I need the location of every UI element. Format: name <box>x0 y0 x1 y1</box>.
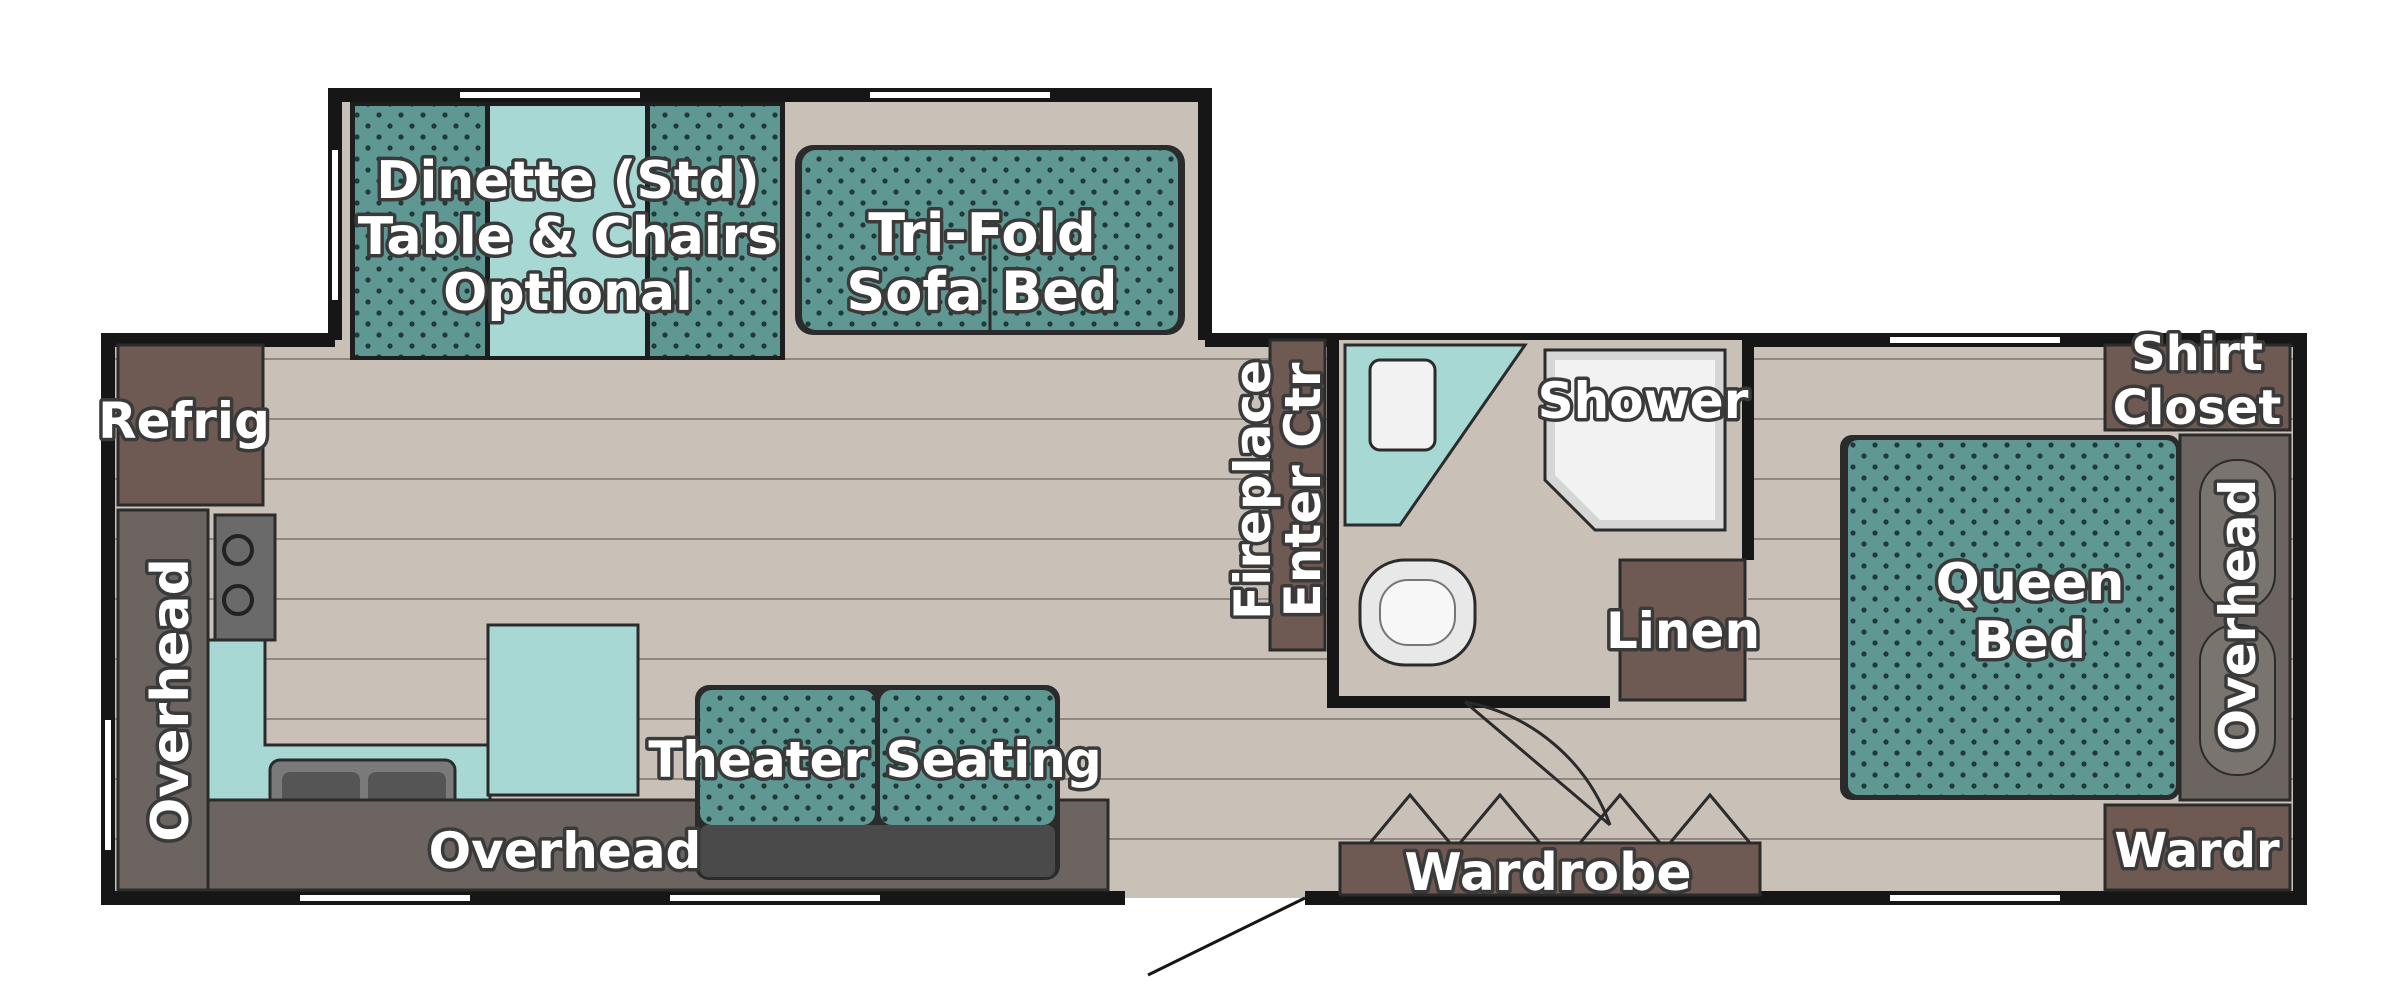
overhead-kitchen-label: Overhead <box>429 822 702 880</box>
linen-label: Linen <box>1606 602 1760 660</box>
wardrobe-label: Wardrobe <box>1404 843 1691 903</box>
dinette-label-line-3: Optional <box>443 263 693 323</box>
dinette-label-line-2: Table & Chairs <box>358 207 778 267</box>
overhead-right-label: Overhead <box>2209 479 2267 752</box>
refrig-label: Refrig <box>98 392 270 450</box>
sofa-label-line-1: Tri-Fold <box>868 202 1095 265</box>
bath-door[interactable] <box>1464 700 1612 827</box>
queen-bed-label-line-2: Bed <box>1974 611 2086 671</box>
fireplace-label-line-1: Fireplace <box>1224 360 1282 620</box>
queen-bed[interactable] <box>1840 435 2180 800</box>
shirt-closet[interactable] <box>2103 343 2292 432</box>
fireplace-label-line-2: Enter Ctr <box>1274 362 1332 617</box>
overhead-left-label: Overhead <box>141 558 201 842</box>
shirt-closet-label-line-1: Shirt <box>2131 326 2263 382</box>
dinette[interactable] <box>350 102 785 360</box>
refrigerator[interactable] <box>116 343 265 507</box>
sofa-label-line-2: Sofa Bed <box>846 260 1117 323</box>
shower-label: Shower <box>1538 372 1749 430</box>
wardr-label: Wardr <box>2114 823 2280 879</box>
shower[interactable] <box>1543 348 1727 532</box>
tri-fold-sofa[interactable] <box>795 145 1185 335</box>
shirt-closet-label-line-2: Closet <box>2113 380 2282 436</box>
overhead-right-cabinet <box>2178 433 2292 802</box>
linen-closet[interactable] <box>1618 558 1747 702</box>
wardrobe-right[interactable] <box>2103 803 2292 892</box>
theater-seating[interactable] <box>695 685 1060 880</box>
theater-seating-label: Theater Seating <box>648 731 1101 789</box>
queen-bed-label-line-1: Queen <box>1936 553 2125 613</box>
windows <box>105 92 2060 901</box>
entry-door[interactable] <box>1147 896 1306 977</box>
dinette-label-line-1: Dinette (Std) <box>376 151 759 211</box>
wardrobe[interactable] <box>1338 792 1762 897</box>
stove[interactable] <box>213 513 277 642</box>
labels: Dinette (Std) Table & Chairs Optional Tr… <box>95 148 2285 907</box>
bathroom-vanity[interactable] <box>1343 343 1528 527</box>
toilet[interactable] <box>1358 558 1477 667</box>
overhead-left-cabinet <box>116 508 210 892</box>
fireplace-entertainment-center <box>1268 338 1327 652</box>
